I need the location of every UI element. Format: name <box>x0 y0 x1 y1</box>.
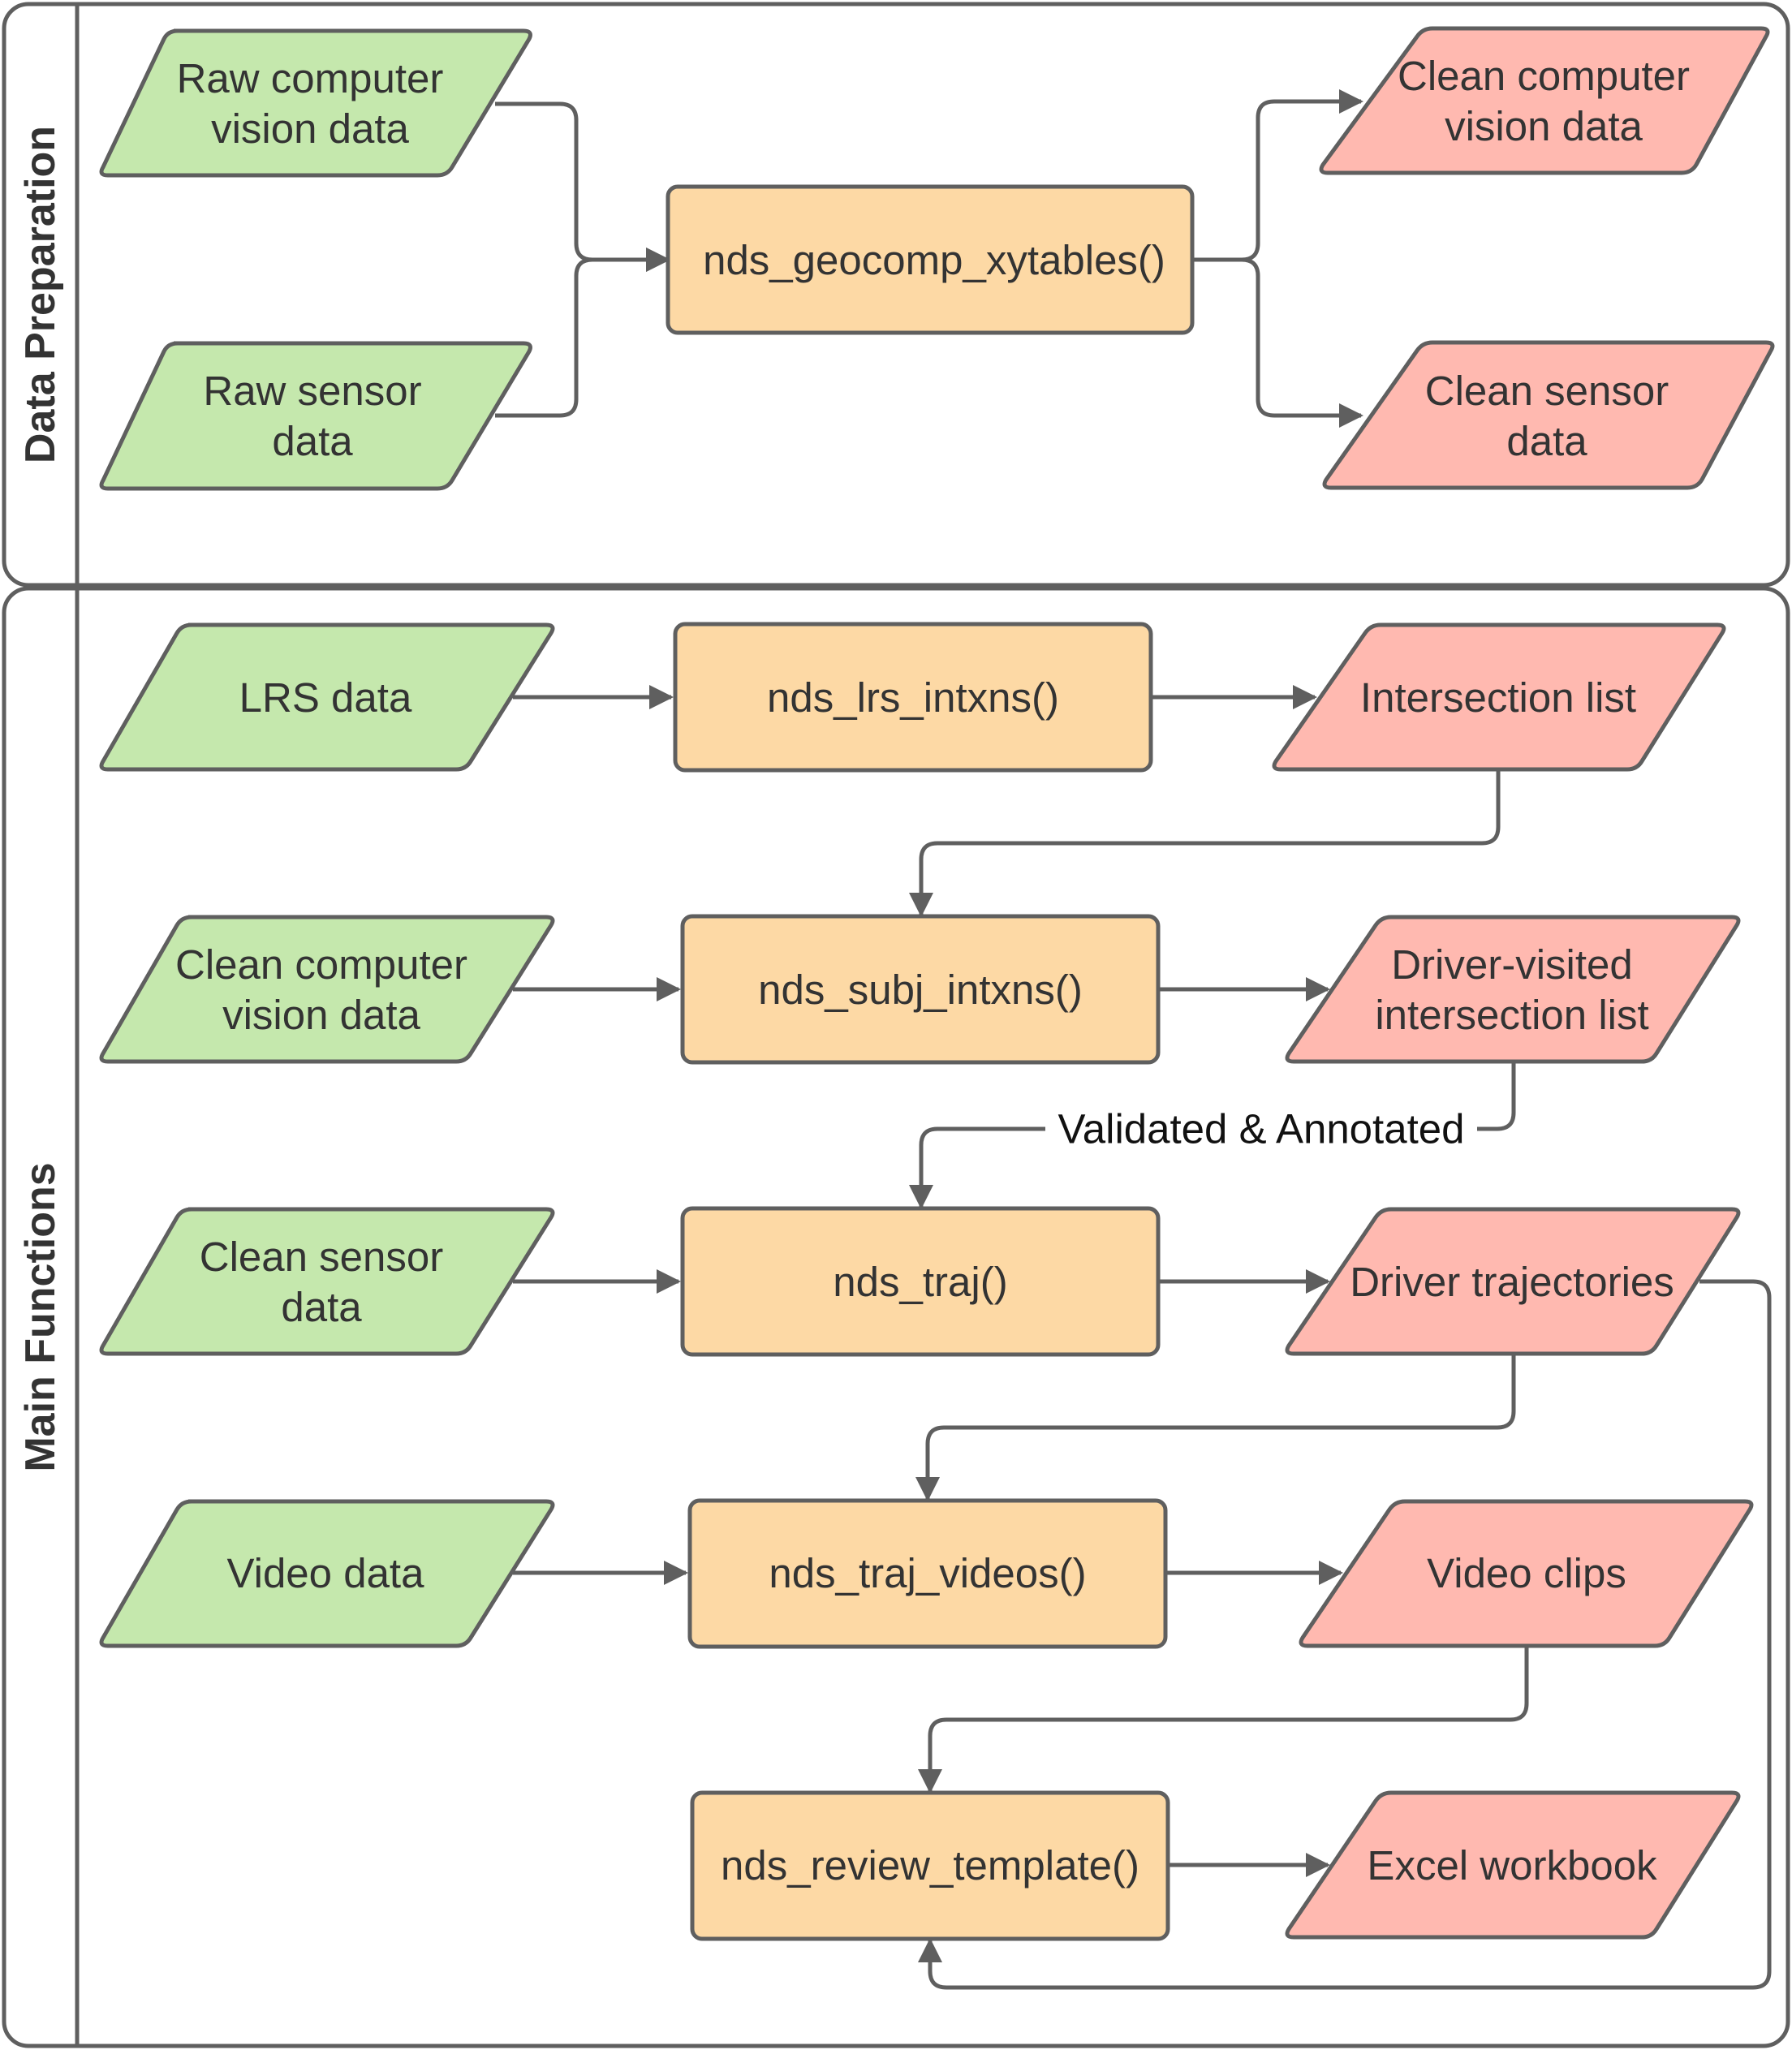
svg-text:nds_subj_intxns(): nds_subj_intxns() <box>758 967 1083 1013</box>
node-label-line: Raw sensor <box>203 368 421 414</box>
node-label-line: Raw computer <box>177 55 444 101</box>
svg-text:nds_geocomp_xytables(): nds_geocomp_xytables() <box>703 237 1165 283</box>
node-excel-workbook: Excel workbook <box>1285 1790 1741 1940</box>
node-label-line: vision data <box>222 992 420 1038</box>
node-nds-traj-videos: nds_traj_videos() <box>687 1498 1168 1649</box>
node-label-line: LRS data <box>239 674 412 721</box>
node-label-line: Clean sensor <box>1425 368 1669 414</box>
node-label-line: nds_lrs_intxns() <box>767 674 1059 721</box>
lane-title-main-functions: Main Functions <box>17 1162 64 1471</box>
node-label-line: data <box>272 418 353 464</box>
svg-text:nds_traj_videos(): nds_traj_videos() <box>769 1550 1086 1596</box>
edge-intersection-list-to-subj-fn <box>909 770 1501 917</box>
svg-text:nds_lrs_intxns(): nds_lrs_intxns() <box>767 674 1059 721</box>
validated-annotated-label: Validated & Annotated <box>1058 1106 1465 1152</box>
node-nds-traj: nds_traj() <box>680 1206 1161 1357</box>
edge-driver-traj-to-videos-fn <box>915 1354 1516 1501</box>
svg-text:Excel workbook: Excel workbook <box>1367 1842 1657 1888</box>
node-label-line: Excel workbook <box>1367 1842 1657 1888</box>
node-label-line: Driver trajectories <box>1350 1259 1674 1305</box>
node-label-line: Clean computer <box>1398 53 1690 99</box>
node-label-line: data <box>281 1284 362 1330</box>
svg-text:Driver trajectories: Driver trajectories <box>1350 1259 1674 1305</box>
node-label-line: Intersection list <box>1360 674 1636 721</box>
edge-raw-sensor-to-geocomp <box>495 248 670 418</box>
node-label-line: vision data <box>1445 103 1643 149</box>
node-video-clips: Video clips <box>1299 1499 1754 1648</box>
lane-title-data-preparation: Data Preparation <box>17 126 64 463</box>
svg-text:Video data: Video data <box>227 1550 425 1596</box>
node-raw-computer-vision-data: Raw computer vision data <box>99 28 532 178</box>
edge-video-clips-to-review-fn <box>918 1646 1529 1794</box>
node-nds-subj-intxns: nds_subj_intxns() <box>680 914 1161 1065</box>
node-video-data: Video data <box>99 1499 555 1648</box>
node-label-line: nds_traj() <box>833 1259 1007 1305</box>
node-label-line: nds_review_template() <box>721 1842 1139 1888</box>
node-label-line: Clean computer <box>175 941 467 988</box>
node-nds-geocomp-xytables: nds_geocomp_xytables() <box>666 184 1195 335</box>
edges <box>495 89 1772 1990</box>
edge-driver-traj-to-review-fn <box>918 1279 1772 1990</box>
node-label-line: Video clips <box>1427 1550 1626 1596</box>
svg-text:Intersection list: Intersection list <box>1360 674 1636 721</box>
node-label-line: Video data <box>227 1550 425 1596</box>
node-lrs-data: LRS data <box>99 622 555 772</box>
svg-text:nds_review_template(): nds_review_template() <box>721 1842 1139 1888</box>
node-label-line: nds_subj_intxns() <box>758 967 1083 1013</box>
svg-text:nds_traj(): nds_traj() <box>833 1259 1007 1305</box>
node-label-line: nds_geocomp_xytables() <box>703 237 1165 283</box>
node-nds-review-template: nds_review_template() <box>690 1790 1170 1941</box>
node-nds-lrs-intxns: nds_lrs_intxns() <box>673 622 1153 773</box>
node-label-line: Clean sensor <box>200 1234 444 1280</box>
svg-text:LRS data: LRS data <box>239 674 412 721</box>
edge-label-validated: Validated & Annotated <box>1045 1106 1477 1152</box>
svg-text:Video clips: Video clips <box>1427 1550 1626 1596</box>
node-label-line: intersection list <box>1375 992 1648 1038</box>
node-label-line: nds_traj_videos() <box>769 1550 1086 1596</box>
node-label-line: vision data <box>211 106 409 152</box>
node-intersection-list: Intersection list <box>1272 622 1726 772</box>
node-label-line: data <box>1506 418 1587 464</box>
node-label-line: Driver-visited <box>1391 941 1633 988</box>
edge-geocomp-to-clean-sensor <box>1192 257 1363 428</box>
node-driver-trajectories: Driver trajectories <box>1285 1207 1741 1356</box>
